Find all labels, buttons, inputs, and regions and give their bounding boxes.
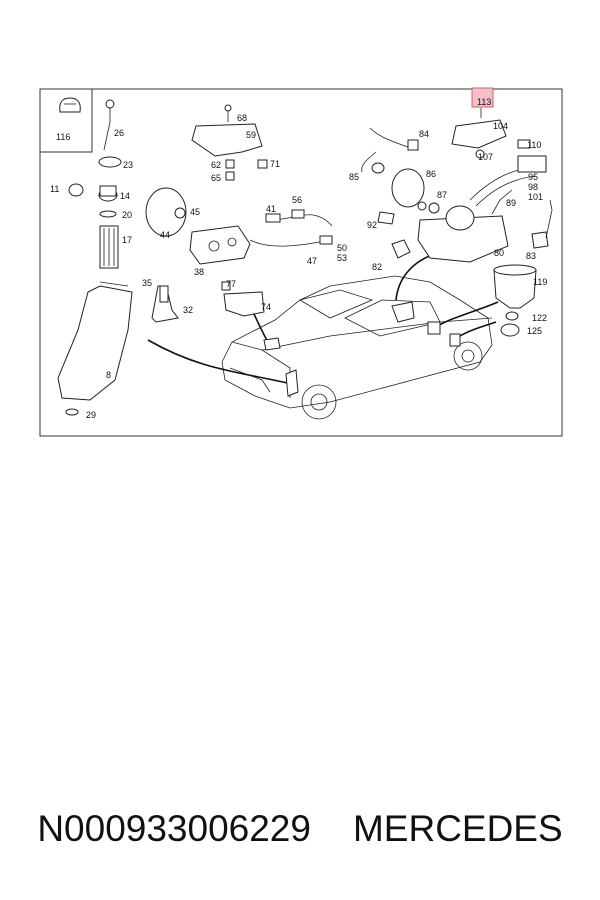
accumulator-part	[145, 187, 187, 237]
label-87: 87	[437, 190, 447, 200]
small-sensors	[159, 202, 440, 303]
valve-block-part	[189, 225, 251, 265]
strut-parts	[263, 301, 461, 397]
label-101: 101	[528, 192, 543, 202]
label-68: 68	[237, 113, 247, 123]
label-47: 47	[307, 256, 317, 266]
label-32: 32	[183, 305, 193, 315]
label-77: 77	[226, 279, 236, 289]
valve-74	[221, 281, 265, 317]
label-82: 82	[372, 262, 382, 272]
dipstick-part	[103, 99, 115, 151]
label-17: 17	[122, 235, 132, 245]
bracket-104	[451, 108, 531, 159]
label-23: 23	[123, 160, 133, 170]
label-113: 113	[477, 97, 491, 107]
clip-part	[59, 97, 81, 113]
label-20: 20	[122, 210, 132, 220]
label-107: 107	[478, 152, 493, 162]
reservoir-part	[57, 281, 133, 416]
label-14: 14	[120, 191, 130, 201]
arrow-reservoir	[147, 339, 293, 385]
valve-83	[531, 199, 553, 249]
label-41: 41	[266, 204, 276, 214]
hose-parts	[249, 209, 333, 247]
label-29: 29	[86, 410, 96, 420]
label-110: 110	[527, 140, 541, 150]
label-74: 74	[261, 302, 271, 312]
label-71: 71	[270, 159, 280, 169]
label-125: 125	[527, 326, 542, 336]
bracket-59	[191, 104, 268, 181]
label-92: 92	[367, 220, 377, 230]
label-53: 53	[337, 253, 347, 263]
label-56: 56	[292, 195, 302, 205]
label-86: 86	[426, 169, 436, 179]
label-11: 11	[50, 184, 59, 194]
label-116: 116	[56, 132, 70, 142]
arrow-accumulator	[437, 301, 499, 327]
label-84: 84	[419, 129, 429, 139]
label-122: 122	[532, 313, 547, 323]
label-62: 62	[211, 160, 221, 170]
label-104: 104	[493, 121, 508, 131]
sensor-cable	[361, 127, 419, 174]
label-98: 98	[528, 182, 538, 192]
accumulator-86	[391, 168, 427, 211]
label-38: 38	[194, 267, 204, 277]
filter-parts	[68, 156, 122, 269]
arrow-rear	[459, 321, 497, 337]
label-85: 85	[349, 172, 359, 182]
caption: N000933006229 MERCEDES	[0, 808, 600, 858]
inset-box	[39, 88, 93, 153]
label-65: 65	[211, 173, 221, 183]
label-89: 89	[506, 198, 516, 208]
label-59: 59	[246, 130, 256, 140]
label-35: 35	[142, 278, 152, 288]
pump-assembly	[417, 155, 547, 263]
label-80: 80	[494, 248, 504, 258]
label-50: 50	[337, 243, 347, 253]
brand-name: MERCEDES	[352, 808, 563, 849]
label-44: 44	[160, 230, 170, 240]
accumulator-119	[493, 264, 537, 337]
label-8: 8	[106, 370, 111, 380]
label-119: 119	[533, 277, 547, 287]
highlight-marker[interactable]	[471, 87, 494, 108]
label-95: 95	[528, 172, 538, 182]
label-45: 45	[190, 207, 200, 217]
part-number: N000933006229	[37, 808, 311, 849]
label-26: 26	[114, 128, 124, 138]
label-83: 83	[526, 251, 536, 261]
